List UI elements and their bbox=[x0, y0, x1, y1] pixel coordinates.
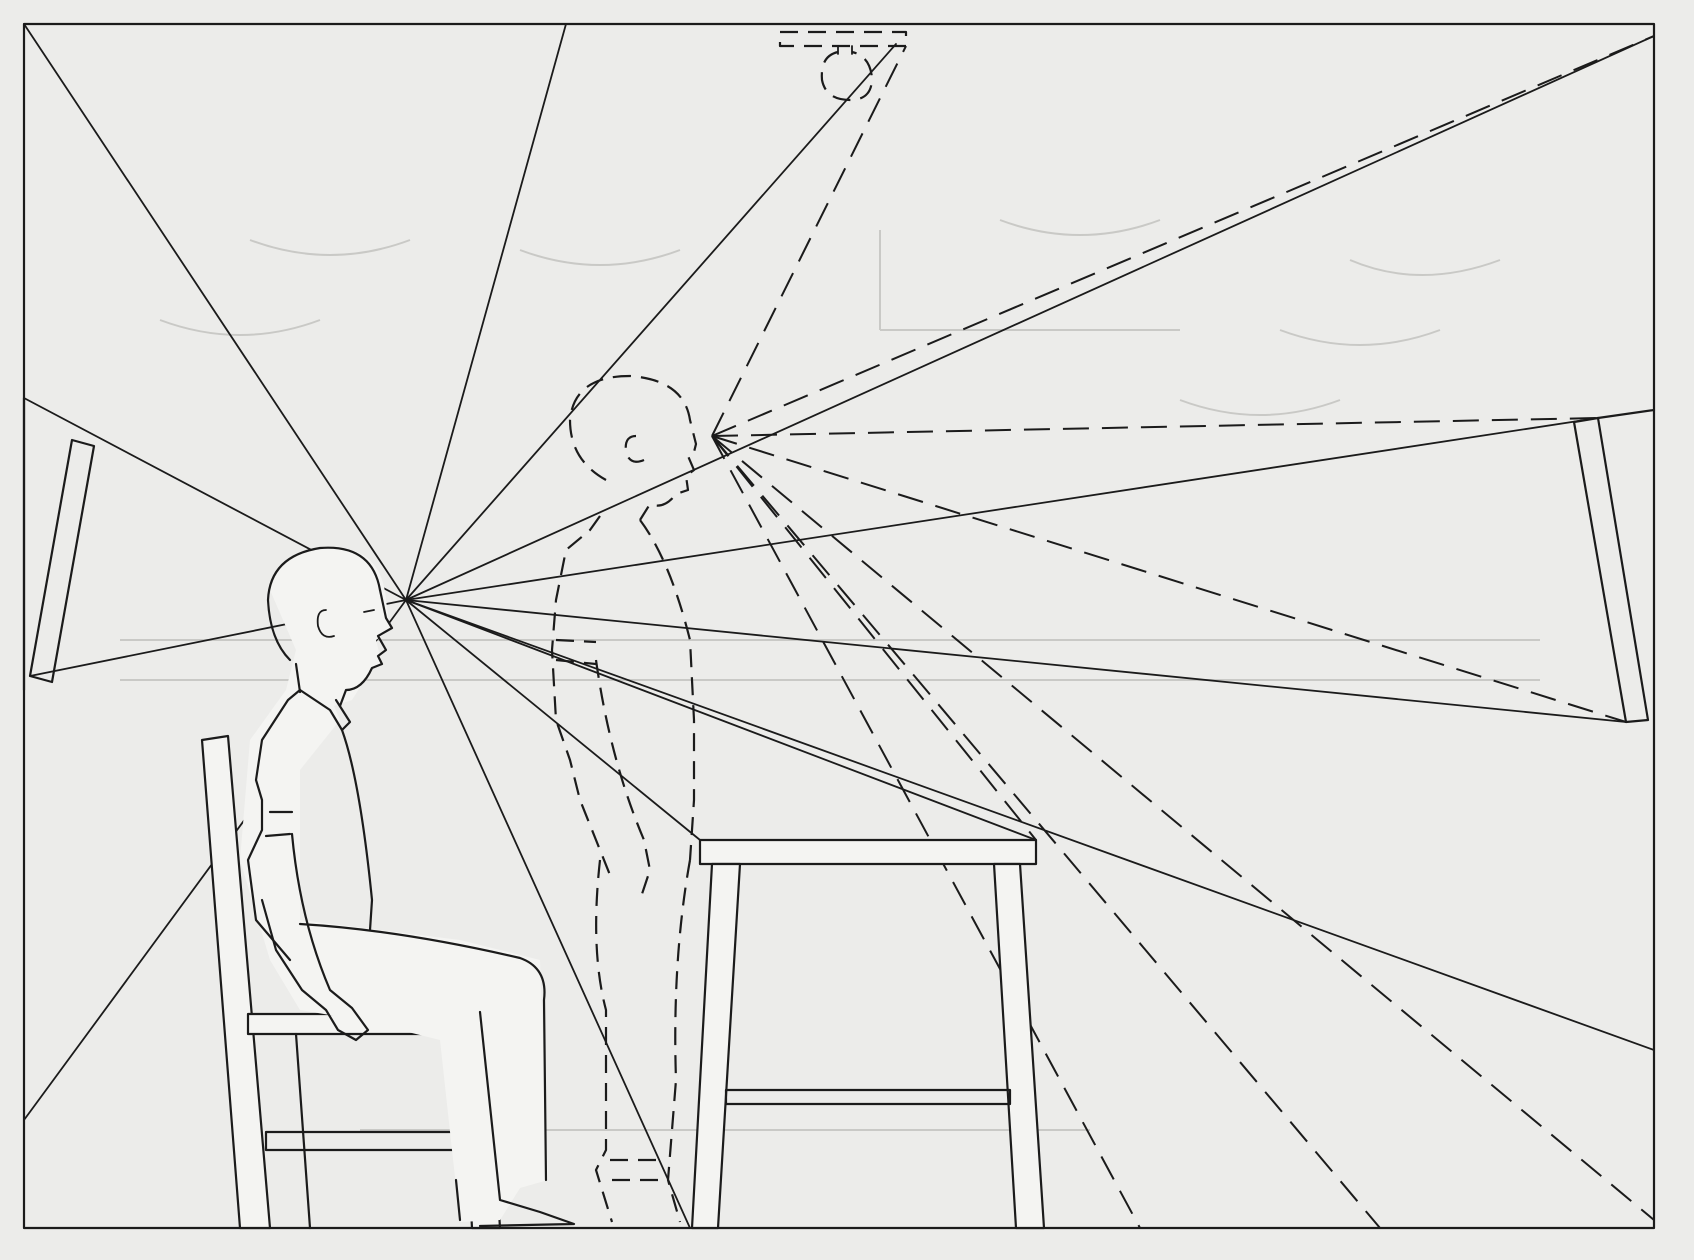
solid-sight-line bbox=[405, 599, 1655, 1051]
dashed-sight-line bbox=[711, 45, 907, 437]
table bbox=[690, 838, 1046, 1230]
solid-sight-lines bbox=[23, 23, 1655, 1229]
right-wall-window bbox=[1572, 408, 1656, 724]
dashed-sight-line bbox=[711, 435, 1381, 1229]
ceiling-lamp bbox=[778, 30, 908, 102]
dashed-sight-lines bbox=[711, 35, 1655, 1229]
dashed-sight-line bbox=[711, 435, 1627, 723]
dashed-sight-line bbox=[711, 435, 1037, 841]
dashed-sight-line bbox=[711, 435, 1655, 1221]
solid-sight-line bbox=[405, 599, 701, 841]
solid-sight-line bbox=[405, 35, 1655, 601]
standing-person-dashed bbox=[550, 374, 698, 1223]
dashed-sight-line bbox=[711, 417, 1599, 437]
solid-sight-line bbox=[405, 417, 1599, 601]
room-frame bbox=[22, 22, 1656, 1230]
solid-sight-line bbox=[405, 599, 691, 1229]
solid-sight-line bbox=[405, 599, 1037, 841]
seated-person bbox=[240, 546, 576, 1228]
solid-sight-line bbox=[405, 599, 1627, 723]
dashed-sight-line bbox=[711, 35, 1655, 437]
solid-sight-line bbox=[405, 23, 567, 601]
dashed-sight-line bbox=[711, 435, 1141, 1229]
solid-sight-line bbox=[405, 43, 897, 601]
left-wall-window bbox=[22, 396, 96, 692]
solid-sight-line bbox=[23, 23, 407, 601]
